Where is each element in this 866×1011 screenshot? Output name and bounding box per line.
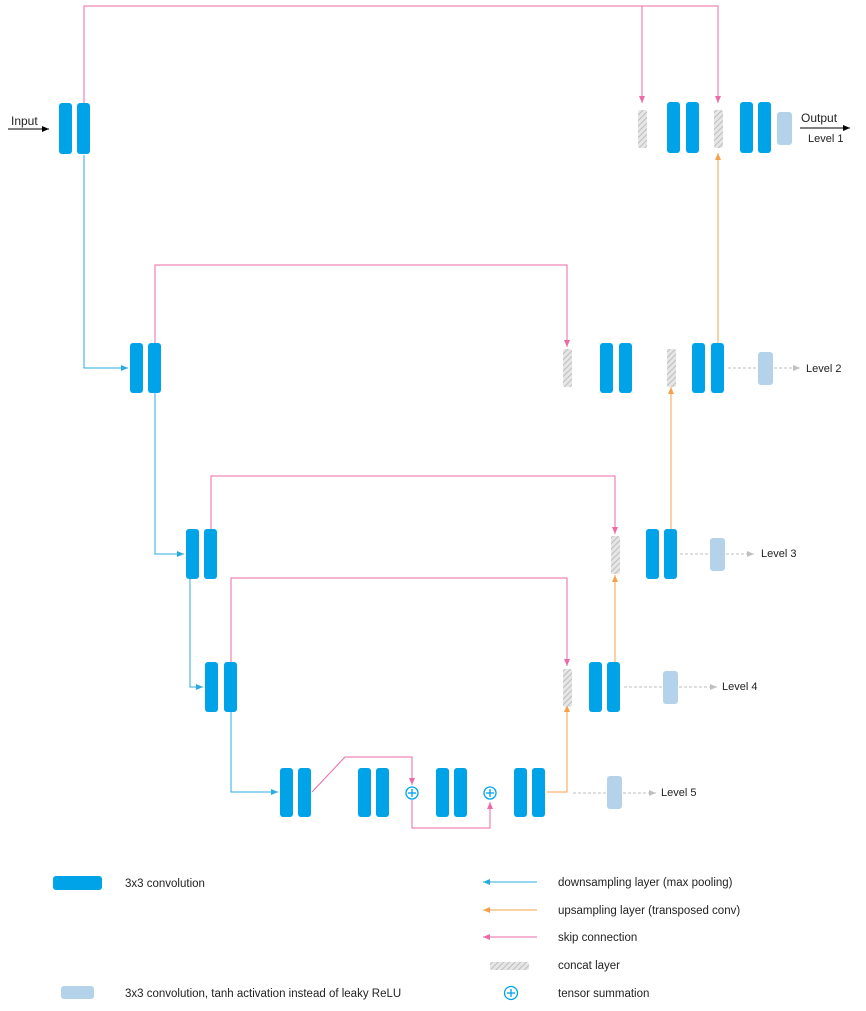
tanh-conv-block [663, 671, 678, 704]
conv-block [358, 768, 371, 817]
conv-block [711, 343, 724, 393]
conv-block [204, 529, 217, 579]
conv-block [758, 102, 771, 153]
concat-layers [563, 110, 723, 707]
conv-block [130, 343, 143, 393]
conv-block [205, 662, 218, 712]
tanh-conv-block [777, 112, 792, 145]
downsampling-l2-l3 [154, 393, 184, 557]
skip-connection-l4 [230, 577, 570, 666]
conv-block [298, 768, 311, 817]
skip-connection-l1b [84, 5, 721, 103]
summation-icon [483, 786, 497, 800]
downsampling-connections [83, 155, 278, 795]
conv-block [600, 343, 613, 393]
level-4-label: Level 4 [722, 681, 757, 693]
downsampling-l1-l2 [83, 155, 128, 371]
concat-layer [667, 349, 676, 387]
legend-downsampling-label: downsampling layer (max pooling) [558, 877, 733, 889]
conv-block [59, 103, 72, 154]
legend: 3x3 convolution 3x3 convolution, tanh ac… [53, 876, 740, 1001]
skip-connection-l3 [210, 475, 618, 534]
tanh-conv-block [710, 538, 725, 571]
legend-concat-swatch [490, 962, 529, 970]
upsampling-l5-l4 [547, 705, 570, 793]
conv-block [692, 343, 705, 393]
conv-block [514, 768, 527, 817]
summation-nodes [405, 786, 497, 800]
conv-block [686, 102, 699, 153]
conv-block [376, 768, 389, 817]
conv-block [148, 343, 161, 393]
concat-layer [714, 110, 723, 148]
skip-connection-residual-a [311, 756, 415, 793]
legend-summation-label: tensor summation [558, 988, 649, 1000]
input-label: Input [11, 114, 38, 128]
legend-skip-label: skip connection [558, 932, 637, 944]
legend-tanh-label: 3x3 convolution, tanh activation instead… [125, 988, 401, 1000]
conv-block [532, 768, 545, 817]
conv-block [646, 529, 659, 579]
output-label: Output [801, 111, 838, 125]
level-5-label: Level 5 [661, 787, 696, 799]
concat-layer [638, 110, 647, 148]
conv-block [664, 529, 677, 579]
legend-upsampling-label: upsampling layer (transposed conv) [558, 905, 740, 917]
conv-block [740, 102, 753, 153]
conv-block [224, 662, 237, 712]
downsampling-l4-l5 [230, 712, 278, 795]
conv-block [280, 768, 293, 817]
concat-layer [563, 349, 572, 387]
conv-block [619, 343, 632, 393]
conv-block [77, 103, 90, 154]
tanh-conv-blocks [607, 112, 792, 809]
conv-block [607, 662, 620, 712]
tanh-conv-block [607, 776, 622, 809]
legend-conv-label: 3x3 convolution [125, 878, 205, 890]
skip-connection-l1a [83, 5, 645, 105]
legend-tanh-swatch [61, 986, 94, 999]
tanh-conv-block [758, 352, 773, 385]
skip-connection-l2 [154, 264, 570, 347]
skip-connections [83, 5, 721, 829]
level-1-label: Level 1 [808, 133, 843, 145]
legend-summation-icon [503, 985, 519, 1001]
level-2-label: Level 2 [806, 363, 841, 375]
concat-layer [611, 536, 620, 574]
level-3-label: Level 3 [761, 548, 796, 560]
legend-conv-swatch [53, 876, 102, 890]
conv-blocks [59, 102, 771, 817]
side-output-connections [573, 365, 800, 796]
summation-icon [405, 786, 419, 800]
downsampling-l3-l4 [189, 579, 203, 690]
legend-concat-label: concat layer [558, 960, 620, 972]
conv-block [186, 529, 199, 579]
upsampling-connections [547, 153, 721, 793]
conv-block [436, 768, 449, 817]
skip-connection-residual-b [411, 800, 493, 829]
conv-block [454, 768, 467, 817]
concat-layer [563, 669, 572, 707]
conv-block [589, 662, 602, 712]
conv-block [667, 102, 680, 153]
